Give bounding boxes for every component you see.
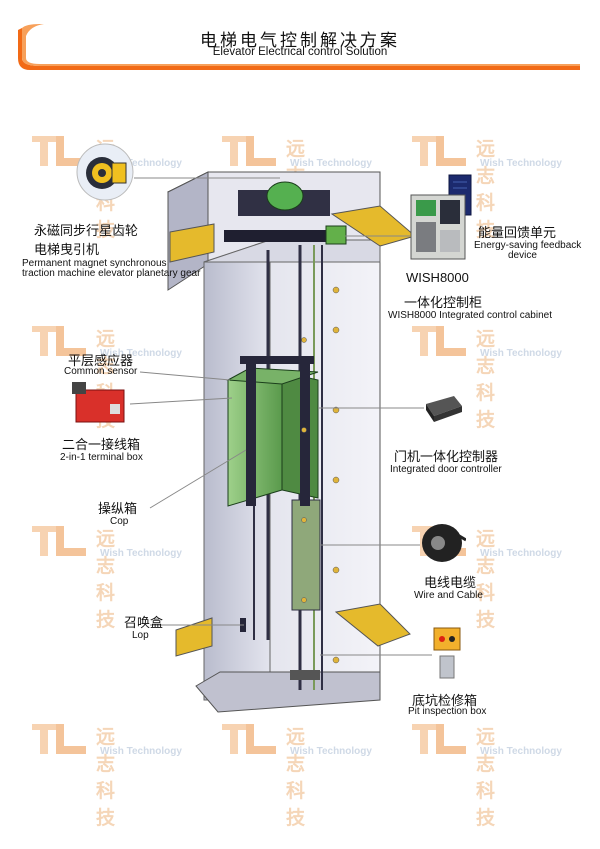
floor-slab-bottom-left <box>175 617 213 657</box>
traction-label-cn-1: 永磁同步行星齿轮 <box>34 224 139 239</box>
cop-label-en: Cop <box>110 516 129 527</box>
leader-cop <box>149 449 247 509</box>
wire-cable-icon <box>422 524 466 562</box>
floor-slab-top-left <box>169 223 215 263</box>
watermark-brand-en: Wish Technology <box>480 348 562 359</box>
watermark-logo-icon <box>412 136 466 166</box>
page-title: 电梯电气控制解决方案 <box>200 31 400 51</box>
watermark-brand-en: Wish Technology <box>480 746 562 757</box>
watermark-brand-en: Wish Technology <box>100 746 182 757</box>
control-cabinet-label-en: WISH8000 Integrated control cabinet <box>388 310 552 321</box>
watermark-brand-en: Wish Technology <box>100 158 182 169</box>
car-frame-left <box>246 356 256 506</box>
common-sensor-label-en: Common sensor <box>64 366 138 377</box>
watermark-logo-icon <box>32 326 86 356</box>
watermark-brand-cn: 远志科技 <box>476 528 500 631</box>
wire-cable-label-en: Wire and Cable <box>414 590 483 601</box>
door-controller-icon <box>426 396 462 422</box>
counterweight <box>291 499 321 611</box>
watermark-logo-icon <box>32 526 86 556</box>
terminal-box-icon <box>72 382 125 423</box>
watermark-brand-cn: 远志科技 <box>96 528 120 631</box>
control-cabinet-icon <box>410 194 466 260</box>
watermark-brand-en: Wish Technology <box>100 348 182 359</box>
energy-feedback-label-cn: 能量回馈单元 <box>478 226 557 241</box>
watermark-logo-icon <box>412 724 466 754</box>
traction-machine-shape <box>266 181 304 211</box>
shaft-pit <box>195 671 381 713</box>
leader-terminal <box>129 397 233 405</box>
machine-beam <box>224 230 326 242</box>
watermark-brand-cn: 远志科技 <box>476 726 500 829</box>
lop-label-cn: 召唤盒 <box>124 616 164 631</box>
door-controller-label-en: Integrated door controller <box>390 464 502 475</box>
traction-label-en-2: traction machine elevator planetary gear <box>22 268 201 279</box>
terminal-box-label-en: 2-in-1 terminal box <box>60 452 143 463</box>
page-subtitle: Elevator Electrical control Solution <box>212 46 388 58</box>
watermark-logo-icon <box>412 326 466 356</box>
floor-slab-bottom-right <box>334 603 411 647</box>
watermark-logo-icon <box>32 136 86 166</box>
watermark-brand-en: Wish Technology <box>480 548 562 559</box>
watermark-brand-cn: 远志科技 <box>476 328 500 431</box>
traction-label-cn-2: 电梯曳引机 <box>34 243 100 258</box>
pit-box-label-cn: 底坑检修箱 <box>412 694 478 709</box>
door-controller-label-cn: 门机一体化控制器 <box>394 450 499 465</box>
traction-machine-icon <box>76 143 134 201</box>
terminal-box-label-cn: 二合一接线箱 <box>62 438 141 453</box>
control-cabinet-model: WISH8000 <box>406 270 469 285</box>
common-sensor-label-cn: 平层感应器 <box>68 354 134 369</box>
traction-label-en-1: Permanent magnet synchronous <box>22 258 167 269</box>
landing-sensors <box>301 286 340 664</box>
pit-box-icon <box>433 627 461 679</box>
lop-label-en: Lop <box>132 630 149 641</box>
watermark-logo-icon <box>32 724 86 754</box>
leader-sensor <box>139 371 231 381</box>
wire-cable-label-cn: 电线电缆 <box>424 576 477 591</box>
pit-box-label-en: Pit inspection box <box>408 706 487 717</box>
energy-feedback-label-en-1: Energy-saving feedback <box>474 240 582 251</box>
watermark-brand-cn: 远志科技 <box>286 726 310 829</box>
control-cabinet-label-cn: 一体化控制柜 <box>404 296 483 311</box>
machine-cabinet-small <box>325 225 347 245</box>
watermark-brand-en: Wish Technology <box>100 548 182 559</box>
watermark-logo-icon <box>222 724 276 754</box>
watermark-brand-en: Wish Technology <box>290 746 372 757</box>
watermark-logo-icon <box>222 136 276 166</box>
energy-feedback-label-en-2: device <box>508 250 537 261</box>
watermark-brand-en: Wish Technology <box>480 158 562 169</box>
watermark-brand-en: Wish Technology <box>290 158 372 169</box>
car-frame-top <box>240 356 314 364</box>
watermark-brand-cn: 远志科技 <box>476 138 500 241</box>
pit-buffer <box>290 670 320 680</box>
watermark-brand-cn: 远志科技 <box>96 726 120 829</box>
cop-label-cn: 操纵箱 <box>98 502 138 517</box>
